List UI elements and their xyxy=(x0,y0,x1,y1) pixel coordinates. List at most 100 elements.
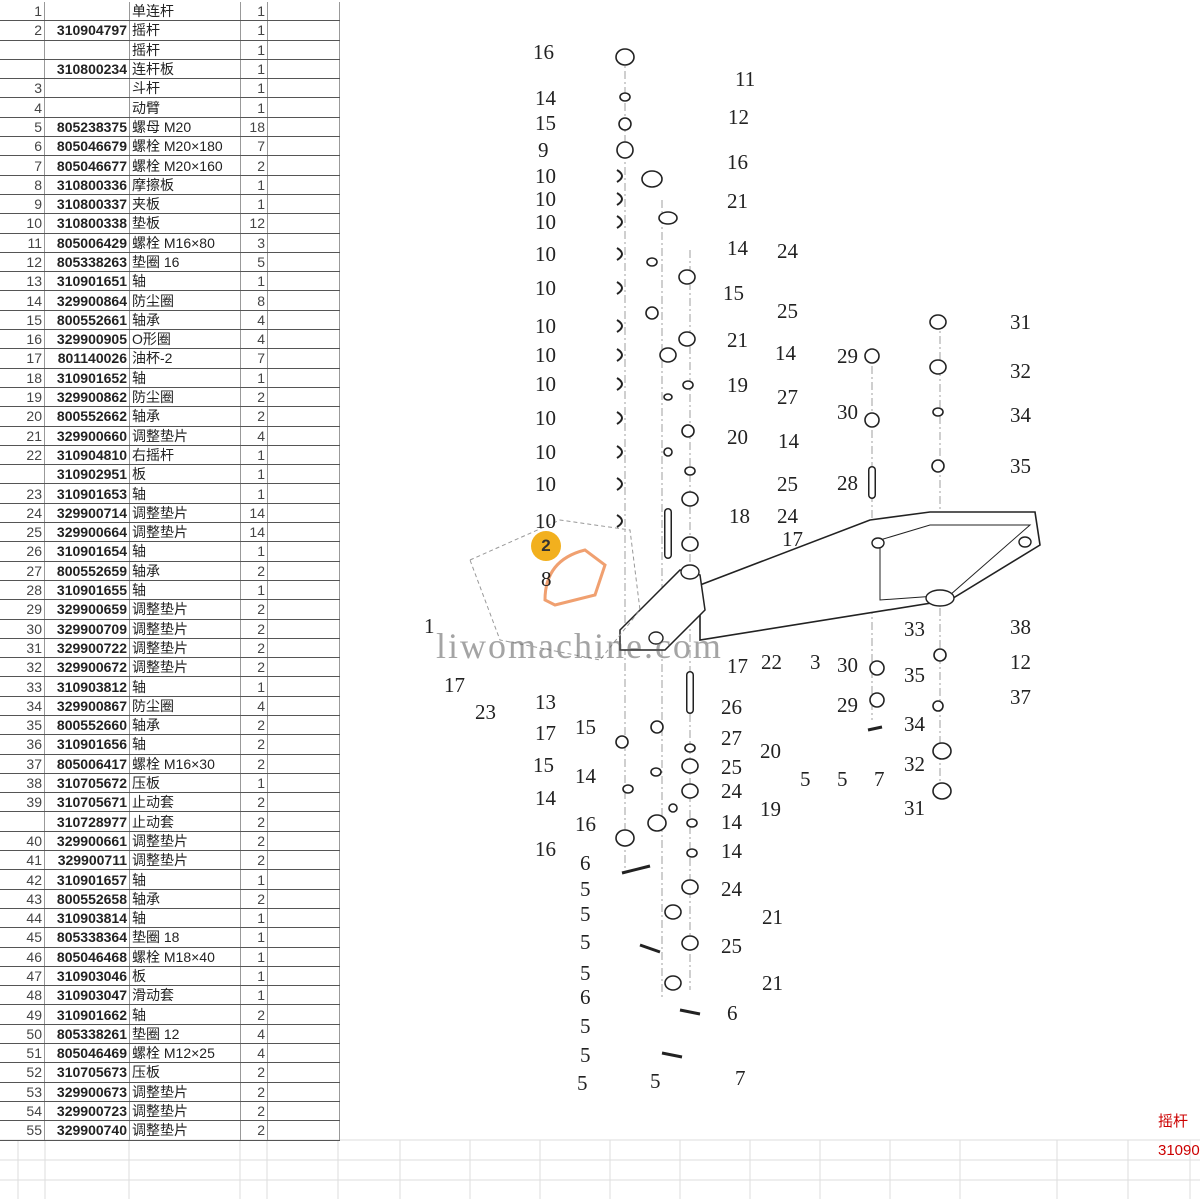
cell-qty[interactable]: 2 xyxy=(240,619,268,639)
cell-code[interactable]: 310903812 xyxy=(44,676,130,697)
cell-qty[interactable]: 2 xyxy=(240,406,268,427)
cell-empty[interactable] xyxy=(267,271,340,292)
cell-code[interactable]: 805338263 xyxy=(44,252,130,273)
cell-empty[interactable] xyxy=(267,406,340,427)
cell-no[interactable] xyxy=(0,464,45,485)
cell-name[interactable]: 止动套 xyxy=(129,792,241,813)
cell-no[interactable]: 42 xyxy=(0,869,45,890)
cell-code[interactable]: 329900714 xyxy=(44,503,130,524)
cell-code[interactable]: 329900862 xyxy=(44,387,130,408)
cell-name[interactable]: 压板 xyxy=(129,773,241,794)
cell-qty[interactable]: 1 xyxy=(240,20,268,41)
cell-qty[interactable]: 2 xyxy=(240,850,268,871)
cell-name[interactable]: 连杆板 xyxy=(129,59,241,80)
cell-empty[interactable] xyxy=(267,985,340,1006)
cell-no[interactable]: 31 xyxy=(0,638,45,659)
cell-qty[interactable]: 2 xyxy=(240,657,268,678)
cell-qty[interactable]: 2 xyxy=(240,1004,268,1025)
cell-code[interactable]: 310728977 xyxy=(44,811,130,832)
cell-no[interactable]: 37 xyxy=(0,754,45,774)
cell-code[interactable]: 329900659 xyxy=(44,599,130,620)
cell-empty[interactable] xyxy=(267,290,340,311)
cell-code[interactable]: 329900711 xyxy=(44,850,130,871)
cell-code[interactable] xyxy=(44,97,130,118)
cell-code[interactable]: 329900722 xyxy=(44,638,130,659)
cell-qty[interactable]: 8 xyxy=(240,290,268,311)
cell-qty[interactable]: 1 xyxy=(240,985,268,1006)
cell-code[interactable]: 329900740 xyxy=(44,1120,130,1141)
cell-code[interactable]: 310800336 xyxy=(44,175,130,195)
cell-empty[interactable] xyxy=(267,831,340,852)
cell-no[interactable]: 4 xyxy=(0,97,45,118)
cell-qty[interactable]: 2 xyxy=(240,831,268,852)
cell-code[interactable]: 329900672 xyxy=(44,657,130,678)
cell-no[interactable]: 12 xyxy=(0,252,45,273)
cell-name[interactable]: 轴 xyxy=(129,1004,241,1025)
cell-empty[interactable] xyxy=(267,696,340,716)
cell-qty[interactable]: 1 xyxy=(240,541,268,562)
cell-no[interactable]: 28 xyxy=(0,580,45,601)
cell-name[interactable]: 轴承 xyxy=(129,889,241,909)
cell-no[interactable]: 52 xyxy=(0,1062,45,1083)
cell-name[interactable]: 轴 xyxy=(129,483,241,504)
cell-no[interactable]: 11 xyxy=(0,233,45,253)
cell-qty[interactable]: 1 xyxy=(240,464,268,485)
cell-name[interactable]: 调整垫片 xyxy=(129,522,241,543)
cell-qty[interactable]: 1 xyxy=(240,676,268,697)
cell-empty[interactable] xyxy=(267,1004,340,1025)
cell-name[interactable]: 垫圈 12 xyxy=(129,1024,241,1045)
cell-name[interactable]: 调整垫片 xyxy=(129,1101,241,1122)
cell-code[interactable]: 805338261 xyxy=(44,1024,130,1045)
cell-name[interactable]: 螺母 M20 xyxy=(129,117,241,138)
cell-qty[interactable]: 14 xyxy=(240,503,268,524)
cell-empty[interactable] xyxy=(267,561,340,581)
cell-code[interactable]: 800552660 xyxy=(44,715,130,736)
cell-code[interactable]: 805238375 xyxy=(44,117,130,138)
cell-no[interactable]: 40 xyxy=(0,831,45,852)
cell-empty[interactable] xyxy=(267,40,340,60)
cell-qty[interactable]: 2 xyxy=(240,889,268,909)
cell-code[interactable]: 310901652 xyxy=(44,368,130,388)
cell-code[interactable]: 800552662 xyxy=(44,406,130,427)
cell-empty[interactable] xyxy=(267,59,340,80)
cell-no[interactable]: 35 xyxy=(0,715,45,736)
cell-qty[interactable]: 1 xyxy=(240,78,268,99)
cell-empty[interactable] xyxy=(267,348,340,369)
cell-qty[interactable]: 2 xyxy=(240,792,268,813)
cell-name[interactable]: 调整垫片 xyxy=(129,657,241,678)
cell-qty[interactable]: 1 xyxy=(240,445,268,466)
cell-name[interactable]: 螺栓 M16×80 xyxy=(129,233,241,253)
cell-empty[interactable] xyxy=(267,966,340,987)
cell-empty[interactable] xyxy=(267,638,340,659)
cell-no[interactable]: 7 xyxy=(0,155,45,176)
cell-name[interactable]: 调整垫片 xyxy=(129,1120,241,1141)
cell-empty[interactable] xyxy=(267,155,340,176)
cell-qty[interactable]: 2 xyxy=(240,599,268,620)
cell-empty[interactable] xyxy=(267,715,340,736)
cell-code[interactable]: 310800234 xyxy=(44,59,130,80)
cell-empty[interactable] xyxy=(267,541,340,562)
cell-qty[interactable]: 4 xyxy=(240,1043,268,1064)
cell-name[interactable]: 防尘圈 xyxy=(129,290,241,311)
cell-name[interactable]: 轴承 xyxy=(129,406,241,427)
cell-qty[interactable]: 1 xyxy=(240,869,268,890)
cell-empty[interactable] xyxy=(267,811,340,832)
cell-qty[interactable]: 1 xyxy=(240,483,268,504)
cell-empty[interactable] xyxy=(267,792,340,813)
cell-code[interactable]: 805046468 xyxy=(44,947,130,967)
cell-no[interactable]: 49 xyxy=(0,1004,45,1025)
cell-empty[interactable] xyxy=(267,869,340,890)
cell-name[interactable]: 螺栓 M20×160 xyxy=(129,155,241,176)
cell-name[interactable]: 轴 xyxy=(129,734,241,755)
cell-empty[interactable] xyxy=(267,889,340,909)
cell-no[interactable]: 14 xyxy=(0,290,45,311)
cell-empty[interactable] xyxy=(267,117,340,138)
cell-no[interactable]: 13 xyxy=(0,271,45,292)
cell-name[interactable]: 油杯-2 xyxy=(129,348,241,369)
cell-code[interactable]: 805046469 xyxy=(44,1043,130,1064)
cell-code[interactable]: 329900709 xyxy=(44,619,130,639)
cell-empty[interactable] xyxy=(267,1062,340,1083)
cell-qty[interactable]: 2 xyxy=(240,561,268,581)
cell-name[interactable]: 动臂 xyxy=(129,97,241,118)
cell-code[interactable]: 329900661 xyxy=(44,831,130,852)
